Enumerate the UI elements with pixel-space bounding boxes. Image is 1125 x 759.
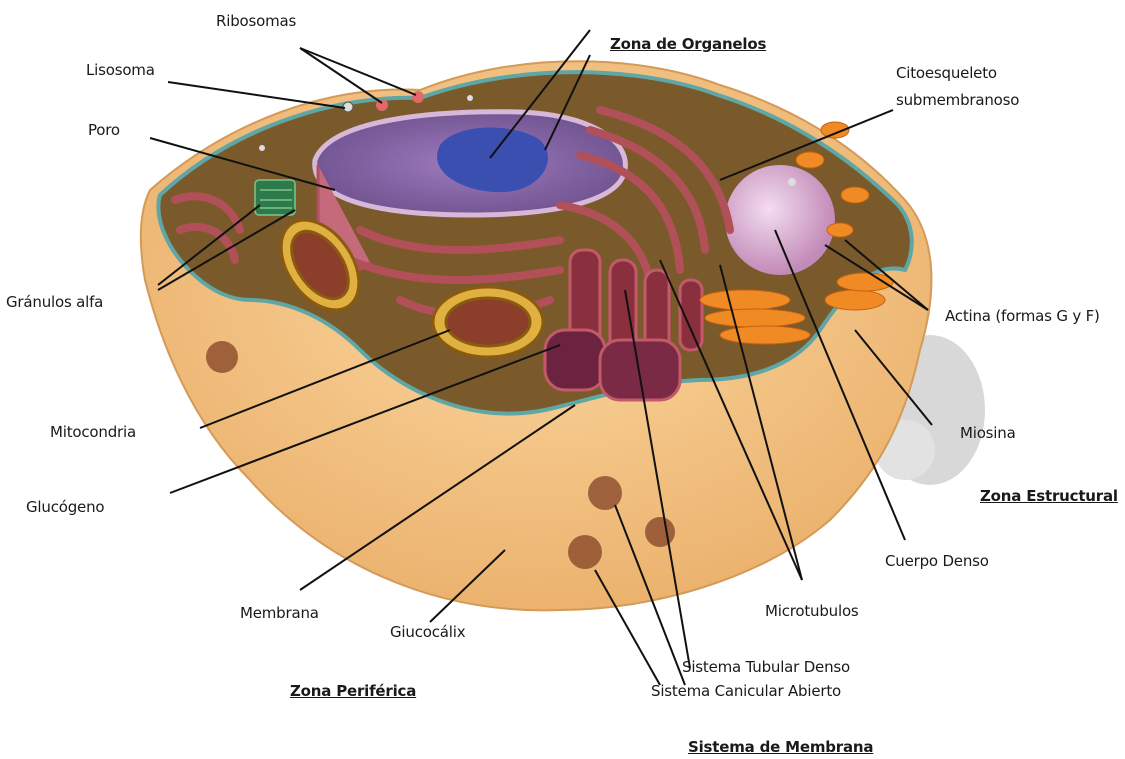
label-cuerpo-denso: Cuerpo Denso bbox=[885, 552, 989, 570]
label-microtubulos: Microtubulos bbox=[765, 602, 859, 620]
label-poro: Poro bbox=[88, 121, 120, 139]
label-actina: Actina (formas G y F) bbox=[945, 307, 1100, 325]
label-glucogeno: Glucógeno bbox=[26, 498, 104, 516]
label-granulos-alfa: Gránulos alfa bbox=[6, 293, 103, 311]
zone-estructural: Zona Estructural bbox=[980, 487, 1118, 505]
label-citoesqueleto: Citoesqueleto bbox=[896, 64, 997, 82]
dense-body-vesicle bbox=[725, 165, 835, 275]
alpha-granule-stack bbox=[255, 180, 295, 215]
zone-periferica: Zona Periférica bbox=[290, 682, 416, 700]
label-submembranoso: submembranoso bbox=[896, 91, 1019, 109]
zone-membrana: Sistema de Membrana bbox=[688, 738, 873, 756]
label-glucocalix: Giucocálix bbox=[390, 623, 465, 641]
label-sistema-tubular-denso: Sistema Tubular Denso bbox=[682, 658, 850, 676]
label-miosina: Miosina bbox=[960, 424, 1016, 442]
label-ribosomas: Ribosomas bbox=[216, 12, 296, 30]
label-sistema-canicular-abierto: Sistema Canicular Abierto bbox=[651, 682, 841, 700]
label-lisosoma: Lisosoma bbox=[86, 61, 155, 79]
zone-organelos: Zona de Organelos bbox=[610, 35, 766, 53]
label-membrana: Membrana bbox=[240, 604, 319, 622]
label-mitocondria: Mitocondria bbox=[50, 423, 136, 441]
